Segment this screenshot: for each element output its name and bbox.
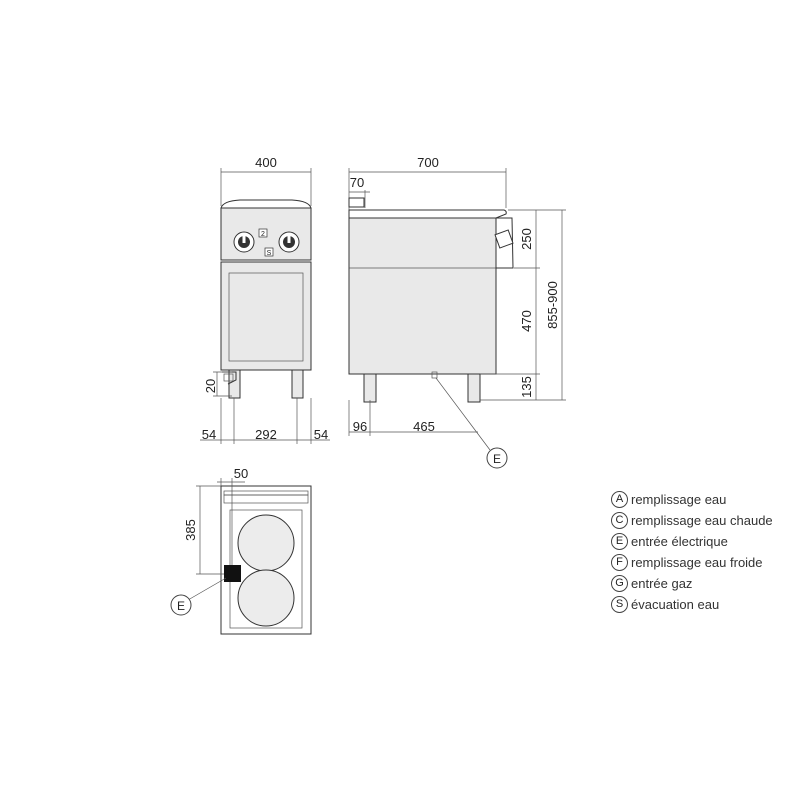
legend-letter-g: G xyxy=(611,575,628,592)
side-connection-offset-dimension: 465 xyxy=(413,419,435,434)
top-offset-y-dimension: 385 xyxy=(183,519,198,541)
legend-item-s: S évacuation eau xyxy=(611,594,773,615)
side-backsplash-dimension: 70 xyxy=(350,175,364,190)
front-left-offset-dimension: 54 xyxy=(202,427,216,442)
left-control-knob xyxy=(233,231,255,253)
legend-item-a: A remplissage eau xyxy=(611,489,773,510)
top-view: 50 385 E xyxy=(170,466,312,635)
front-width-dimension: 400 xyxy=(255,155,277,170)
side-front-offset-dimension: 96 xyxy=(353,419,367,434)
legend-label-e: entrée électrique xyxy=(631,534,728,549)
hot-plate-front xyxy=(237,569,295,627)
side-bottom-dimension: 135 xyxy=(519,376,534,398)
hot-plate-rear xyxy=(237,514,295,572)
side-top-dimension: 250 xyxy=(519,228,534,250)
legend-label-c: remplissage eau chaude xyxy=(631,513,773,528)
front-leg-span-dimension: 292 xyxy=(255,427,277,442)
side-total-height-dimension: 855-900 xyxy=(545,281,560,329)
legend-item-e: E entrée électrique xyxy=(611,531,773,552)
legend-letter-a: A xyxy=(611,491,628,508)
side-depth-dimension: 700 xyxy=(417,155,439,170)
side-callout-circle xyxy=(486,447,508,469)
legend-item-f: F remplissage eau froide xyxy=(611,552,773,573)
panel-badge-2: 2 xyxy=(261,231,265,238)
front-foot-height-dimension: 20 xyxy=(203,379,218,393)
legend-label-g: entrée gaz xyxy=(631,576,693,591)
legend-item-g: G entrée gaz xyxy=(611,573,773,594)
top-callout-circle xyxy=(170,594,192,616)
side-callout-label: E xyxy=(493,452,501,466)
legend-label-a: remplissage eau xyxy=(631,492,727,507)
top-callout-label: E xyxy=(177,599,185,613)
panel-badge-s: S xyxy=(267,250,272,257)
top-offset-x-dimension: 50 xyxy=(234,466,248,481)
legend-letter-f: F xyxy=(611,554,628,571)
legend-letter-e: E xyxy=(611,533,628,550)
legend-letter-s: S xyxy=(611,596,628,613)
legend-label-s: évacuation eau xyxy=(631,597,720,612)
front-view: 400 2 S 20 xyxy=(200,155,330,444)
legend-item-c: C remplissage eau chaude xyxy=(611,510,773,531)
electrical-connection-block xyxy=(224,565,241,582)
legend-label-f: remplissage eau froide xyxy=(631,555,763,570)
legend-letter-c: C xyxy=(611,512,628,529)
front-right-offset-dimension: 54 xyxy=(314,427,328,442)
right-control-knob xyxy=(278,231,300,253)
legend: A remplissage eau C remplissage eau chau… xyxy=(611,489,773,615)
side-view: 700 70 250 470 135 855-900 96 xyxy=(348,155,566,469)
side-middle-dimension: 470 xyxy=(519,310,534,332)
